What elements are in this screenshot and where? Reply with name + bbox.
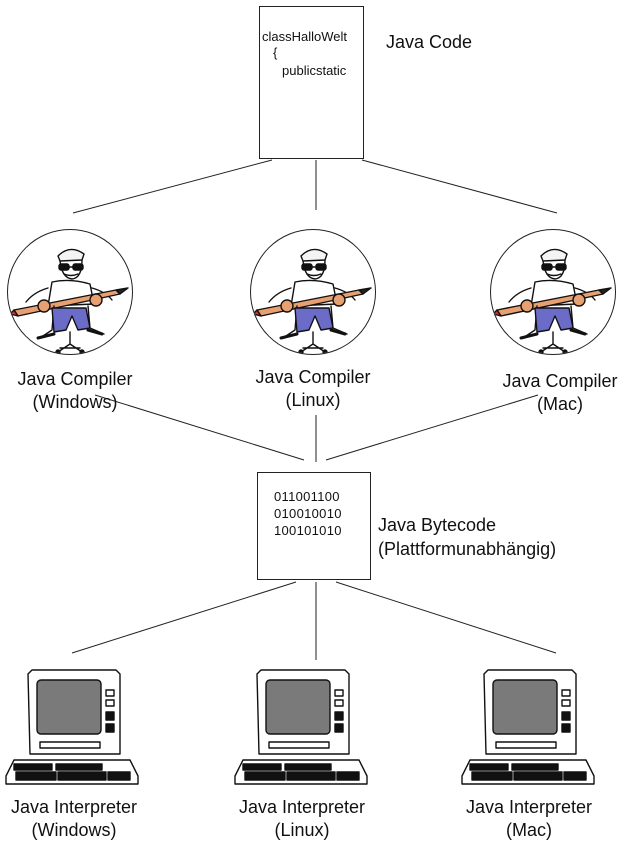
interpreter-linux-label-line2: (Linux) (274, 820, 330, 840)
interpreter-windows-label-line2: (Windows) (31, 820, 117, 840)
compiler-mac-label-line1: Java Compiler (502, 371, 618, 391)
bytecode-document: 011001100 010010010 100101010 (257, 472, 371, 580)
compiler-mac-avatar (490, 229, 616, 355)
developer-with-pencil-icon (252, 248, 372, 354)
bytecode-line-2: 010010010 (274, 506, 342, 521)
compiler-linux-avatar (250, 229, 376, 355)
connector-code-left (72, 159, 273, 214)
interpreter-linux-computer (225, 666, 375, 788)
interpreter-mac-label-line1: Java Interpreter (465, 797, 593, 817)
interpreter-windows-computer (0, 666, 146, 788)
connector-code-right (361, 159, 558, 214)
connector-bytecode-left (71, 581, 297, 654)
desktop-computer-icon (234, 669, 368, 785)
compiler-linux-label-line1: Java Compiler (255, 367, 371, 387)
java-code-document: classHalloWelt { publicstatic (259, 6, 364, 159)
developer-with-pencil-icon (492, 248, 612, 354)
connector-bytecode-right (335, 581, 557, 654)
compiler-linux-label-line2: (Linux) (285, 390, 341, 410)
compiler-mac-label-line2: (Mac) (537, 394, 583, 414)
interpreter-windows-label-line1: Java Interpreter (10, 797, 138, 817)
interpreter-linux-label-line1: Java Interpreter (238, 797, 366, 817)
bytecode-line-1: 011001100 (274, 489, 340, 504)
interpreter-mac-label-line2: (Mac) (506, 820, 552, 840)
compiler-windows-avatar (7, 229, 133, 355)
bytecode-label-line2: (Plattformunabhängig) (378, 539, 557, 559)
developer-with-pencil-icon (9, 248, 129, 354)
desktop-computer-icon (5, 669, 139, 785)
bytecode-line-3: 100101010 (274, 523, 342, 538)
bytecode-label-line1: Java Bytecode (378, 515, 497, 535)
code-line-2: { (273, 45, 278, 60)
compiler-windows-label-line2: (Windows) (32, 392, 118, 412)
code-line-1: classHalloWelt (262, 29, 348, 44)
compiler-windows-label-line1: Java Compiler (17, 369, 133, 389)
desktop-computer-icon (461, 669, 595, 785)
code-line-3: publicstatic (282, 63, 347, 78)
connector-compiler-right (325, 394, 539, 461)
interpreter-mac-computer (452, 666, 602, 788)
java-code-label: Java Code (386, 32, 473, 52)
connector-compiler-left (94, 394, 305, 461)
